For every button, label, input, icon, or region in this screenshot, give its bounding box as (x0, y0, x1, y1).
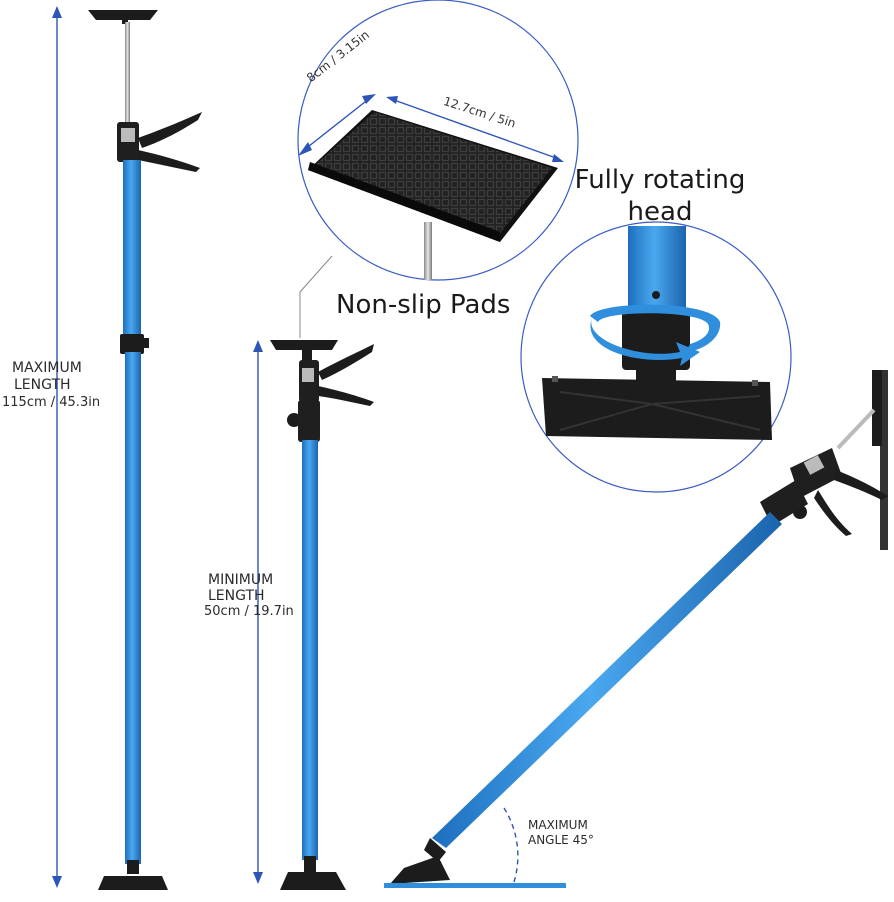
max-length-label: MAXIMUM LENGTH 115cm / 45.3in (2, 360, 100, 411)
max-angle-line2: ANGLE 45° (528, 833, 594, 847)
max-angle-line1: MAXIMUM (528, 818, 588, 832)
callout-connector (299, 255, 333, 338)
max-length-value: 115cm / 45.3in (2, 395, 101, 410)
min-length-label: MINIMUM LENGTH 50cm / 19.7in (204, 572, 294, 620)
max-length-dimension-arrow (52, 6, 62, 888)
min-length-dimension-arrow (253, 340, 263, 884)
min-length-line1: MINIMUM (208, 572, 274, 588)
min-length-value: 50cm / 19.7in (204, 604, 294, 619)
max-length-line2: LENGTH (14, 377, 71, 393)
rotating-head-circle (520, 221, 792, 493)
fully-rotating-head-label: Fully rotating head (572, 164, 748, 228)
min-length-pole (270, 340, 374, 890)
max-length-line1: MAXIMUM (12, 360, 82, 376)
max-angle-label: MAXIMUM ANGLE 45° (528, 818, 594, 848)
rotating-line1: Fully rotating (574, 165, 746, 195)
pad-zoom-circle (297, 0, 579, 281)
non-slip-pads-label: Non-slip Pads (336, 290, 511, 320)
rotating-line2: head (627, 197, 693, 227)
max-length-pole (88, 10, 202, 890)
angled-pole (384, 370, 888, 888)
min-length-line2: LENGTH (208, 588, 265, 604)
